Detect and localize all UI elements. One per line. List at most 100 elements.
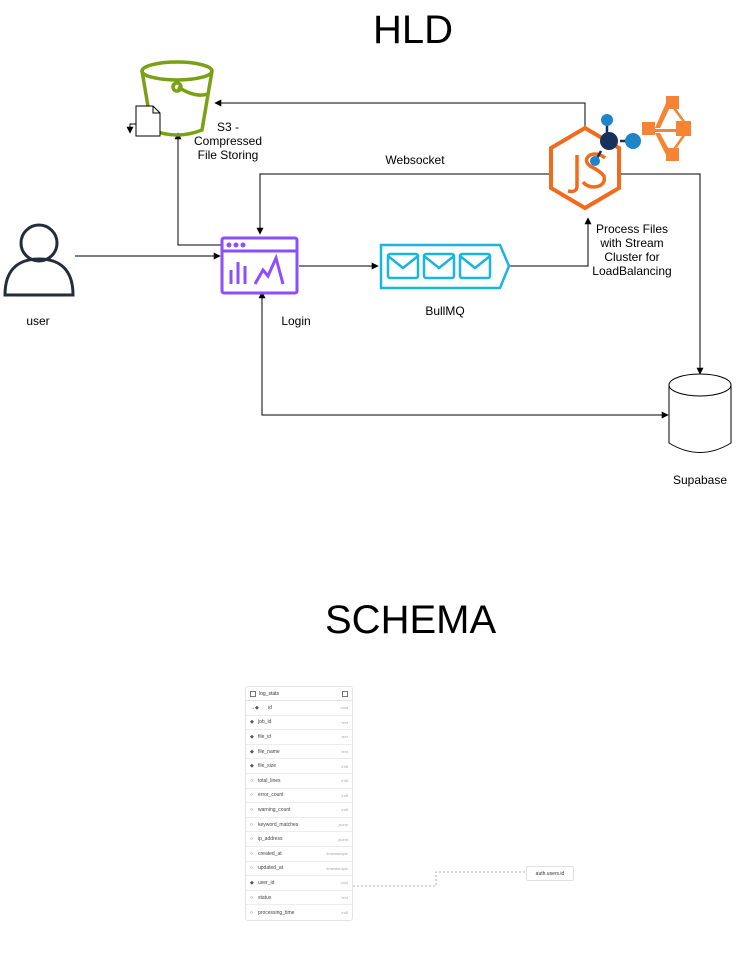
websocket-label: Websocket xyxy=(385,153,445,167)
schema-column-name: file_name xyxy=(258,748,280,755)
schema-column-name: created_at xyxy=(258,850,282,857)
schema-column-name: job_id xyxy=(258,719,272,726)
nullable-icon: ○ xyxy=(250,909,254,916)
schema-column-row: ○ processing_time int8 xyxy=(246,905,352,920)
schema-column-name: ip_address xyxy=(258,836,283,843)
schema-column-name: user_id xyxy=(258,879,275,886)
edge-node-to-s3 xyxy=(214,99,586,128)
primary-key-icon: →◆ xyxy=(250,704,259,711)
schema-column-row: ○ warning_count int8 xyxy=(246,803,352,818)
schema-column-name: updated_at xyxy=(258,865,284,872)
schema-column-row: ○ keyword_matches jsonb xyxy=(246,818,352,833)
schema-column-row: ◆ job_id text xyxy=(246,716,352,731)
process-label-line: with Stream xyxy=(600,236,664,250)
s3-label-line: File Storing xyxy=(197,148,259,162)
nullable-icon: ○ xyxy=(250,850,254,857)
schema-column-row: ○ error_count int8 xyxy=(246,789,352,804)
schema-column-name: processing_time xyxy=(258,909,295,916)
s3-label: S3 - Compressed File Storing xyxy=(190,120,266,162)
file-icon xyxy=(135,105,161,137)
edge-node-to-supabase xyxy=(620,173,704,375)
schema-column-type: jsonb xyxy=(338,836,348,842)
cluster-icon xyxy=(590,114,641,166)
schema-column-type: jsonb xyxy=(338,822,348,828)
schema-column-name: total_lines xyxy=(258,777,281,784)
schema-table-name: log_stats xyxy=(259,690,280,697)
nullable-icon: ○ xyxy=(250,777,254,784)
schema-column-type: int8 xyxy=(341,778,348,784)
schema-column-row: ◆ file_id text xyxy=(246,730,352,745)
not-null-icon: ◆ xyxy=(250,763,254,770)
schema-column-name: warning_count xyxy=(258,806,291,813)
edge-supabase-login xyxy=(258,291,669,419)
supabase-label: Supabase xyxy=(672,473,728,487)
schema-column-row: ○ updated_at timestamptz xyxy=(246,862,352,877)
nullable-icon: ○ xyxy=(250,806,254,813)
bullmq-label: BullMQ xyxy=(425,304,465,318)
schema-relation-line xyxy=(353,871,526,887)
not-null-icon: ◆ xyxy=(250,719,254,726)
schema-column-name: status xyxy=(258,894,272,901)
edge-login-to-s3 xyxy=(174,132,222,246)
nullable-icon: ○ xyxy=(250,894,254,901)
schema-table-header: log_stats xyxy=(246,687,352,701)
schema-column-row: ○ created_at timestamptz xyxy=(246,847,352,862)
schema-column-row: ◆ user_id uuid xyxy=(246,876,352,891)
schema-title: SCHEMA xyxy=(325,598,497,642)
nullable-icon: ○ xyxy=(250,865,254,872)
schema-column-type: timestamptz xyxy=(326,851,348,857)
process-files-label: Process Files with Stream Cluster for Lo… xyxy=(586,222,678,278)
schema-column-type: int8 xyxy=(341,910,348,916)
schema-column-type: int8 xyxy=(341,792,348,798)
process-label-line: Cluster for xyxy=(604,250,660,264)
not-null-icon: ◆ xyxy=(250,879,254,886)
table-icon xyxy=(250,690,256,697)
schema-column-type: uuid xyxy=(340,880,348,886)
s3-label-line: S3 - xyxy=(216,120,239,134)
not-null-icon: ◆ xyxy=(250,748,254,755)
not-null-icon: ◆ xyxy=(250,733,254,740)
nullable-icon: ○ xyxy=(250,821,254,828)
user-label: user xyxy=(26,314,50,328)
nullable-icon: ○ xyxy=(250,792,254,799)
schema-column-type: text xyxy=(341,734,348,740)
schema-column-name: file_id xyxy=(258,733,272,740)
schema-column-name: keyword_matches xyxy=(258,821,299,828)
schema-column-type: text xyxy=(341,719,348,725)
schema-column-row: ◆ file_name text xyxy=(246,745,352,760)
edge-bullmq-to-node xyxy=(508,217,592,267)
schema-column-type: text xyxy=(341,749,348,755)
login-label: Login xyxy=(281,314,311,328)
schema-column-type: uuid xyxy=(340,705,348,711)
s3-label-line: Compressed xyxy=(193,134,263,148)
process-label-line: Process Files xyxy=(595,222,669,236)
schema-column-name: file_size xyxy=(258,763,277,770)
load-balancer-icon xyxy=(642,96,691,161)
edge-websocket-node-to-login xyxy=(256,173,551,235)
schema-column-row: ○ status text xyxy=(246,891,352,906)
edge-file-to-s3 xyxy=(126,123,136,134)
schema-column-type: timestamptz xyxy=(326,865,348,871)
schema-reference-auth-users[interactable]: auth.users.id xyxy=(526,866,574,881)
schema-column-name: error_count xyxy=(258,792,284,799)
schema-column-type: text xyxy=(341,895,348,901)
hld-title: HLD xyxy=(373,8,454,52)
user-icon xyxy=(3,223,75,297)
dashboard-icon xyxy=(220,236,299,295)
database-icon xyxy=(668,373,732,453)
schema-column-type: int8 xyxy=(341,763,348,769)
process-label-line: LoadBalancing xyxy=(592,264,672,278)
bullmq-queue-icon xyxy=(379,243,511,290)
schema-column-row: →◆ id uuid xyxy=(246,701,352,716)
nullable-icon: ○ xyxy=(250,836,254,843)
nodejs-icon xyxy=(549,125,621,211)
schema-column-row: ○ ip_address jsonb xyxy=(246,832,352,847)
schema-column-row: ○ total_lines int8 xyxy=(246,774,352,789)
schema-column-row: ◆ file_size int8 xyxy=(246,759,352,774)
schema-column-type: int8 xyxy=(341,807,348,813)
schema-column-name: id xyxy=(268,704,272,711)
external-link-icon[interactable] xyxy=(342,690,348,697)
